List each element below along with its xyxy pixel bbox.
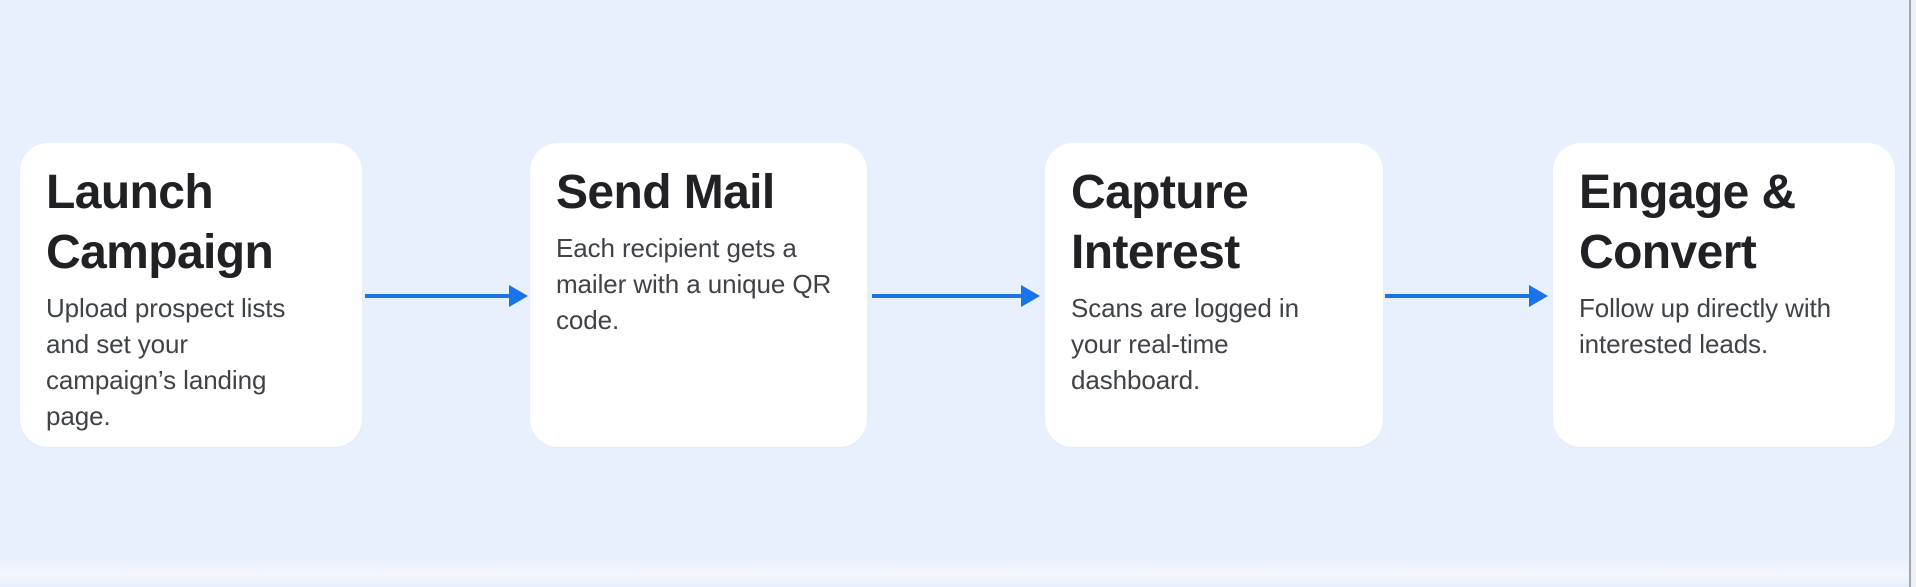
step-description: Follow up directly with interested leads… bbox=[1579, 293, 1832, 359]
section-bottom-edge bbox=[0, 557, 1916, 587]
step-card-capture-interest: Capture Interest Scans are logged in you… bbox=[1045, 143, 1383, 447]
arrow-right-icon bbox=[1385, 274, 1548, 318]
step-card-engage-convert: Engage & Convert Follow up directly with… bbox=[1553, 143, 1895, 447]
arrow-right-icon bbox=[365, 274, 528, 318]
step-description: Scans are logged in your real-time dashb… bbox=[1071, 293, 1299, 395]
step-card-launch-campaign: Launch Campaign Upload prospect lists an… bbox=[20, 143, 362, 447]
step-title: Launch Campaign bbox=[46, 166, 274, 279]
arrow-right-icon bbox=[872, 274, 1040, 318]
window-right-edge bbox=[1909, 0, 1916, 587]
step-description: Upload prospect lists and set your campa… bbox=[46, 293, 286, 431]
step-title: Capture Interest bbox=[1071, 166, 1249, 279]
step-title: Engage & Convert bbox=[1579, 166, 1796, 279]
step-title: Send Mail bbox=[556, 166, 775, 219]
step-description: Each recipient gets a mailer with a uniq… bbox=[556, 233, 832, 335]
step-card-send-mail: Send Mail Each recipient gets a mailer w… bbox=[530, 143, 867, 447]
